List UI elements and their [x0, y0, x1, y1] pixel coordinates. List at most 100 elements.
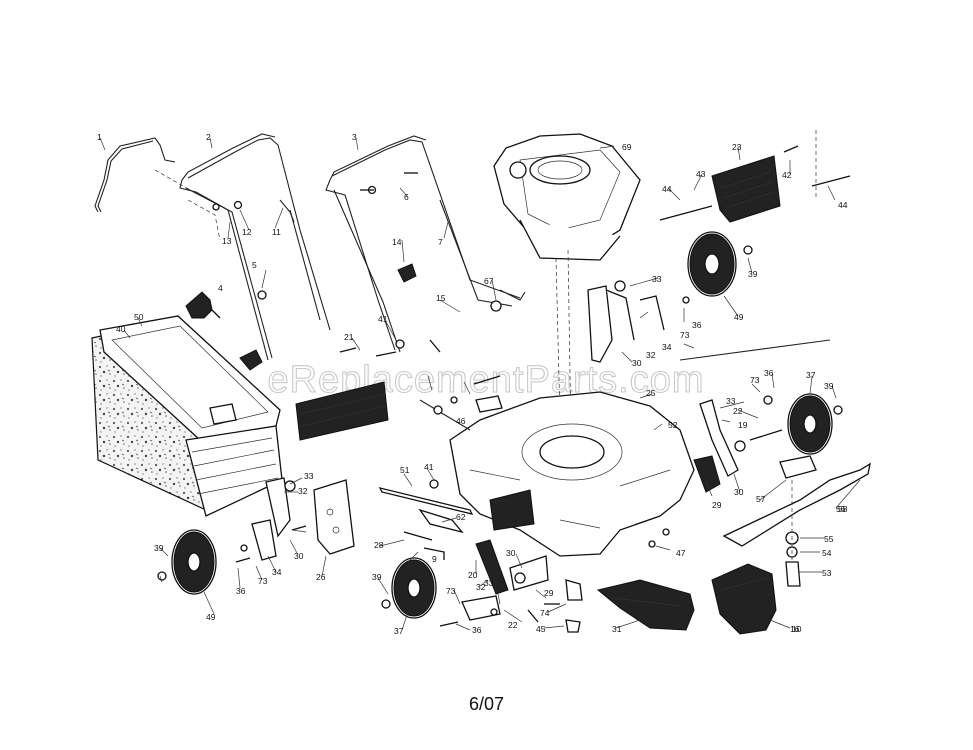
callout-26: 26 — [316, 572, 326, 582]
wheel-front-right — [787, 393, 843, 455]
callout-44a: 44 — [662, 184, 672, 194]
callout-34b: 34 — [272, 567, 282, 577]
callout-73a: 73 — [680, 330, 690, 340]
footer-date: 6/07 — [468, 694, 505, 714]
grass-bag-part — [91, 315, 283, 517]
wheel-rear-left — [157, 529, 217, 595]
callout-44b: 44 — [838, 200, 848, 210]
callout-57: 57 — [756, 494, 766, 504]
wheel-front-left — [381, 557, 437, 619]
callout-28: 28 — [374, 540, 384, 550]
callout-22b: 22 — [508, 620, 518, 630]
callout-41a: 41 — [378, 314, 388, 324]
callout-37a: 37 — [806, 370, 816, 380]
callout-30a: 30 — [632, 358, 642, 368]
wheel-rear-right — [687, 231, 753, 297]
mulch-plug-part — [596, 579, 695, 631]
callout-29b: 29 — [544, 588, 554, 598]
callout-19: 19 — [738, 420, 748, 430]
callout-51: 51 — [400, 465, 410, 475]
callout-3: 3 — [352, 132, 357, 142]
callout-39d: 39 — [372, 572, 382, 582]
callout-20: 20 — [468, 570, 478, 580]
callout-74: 74 — [540, 608, 550, 618]
callout-62: 62 — [456, 512, 466, 522]
front-bracket-62 — [403, 508, 464, 560]
callout-32a: 32 — [646, 350, 656, 360]
callout-15: 15 — [436, 293, 446, 303]
callout-30b: 30 — [734, 487, 744, 497]
discharge-chute-part — [711, 563, 777, 635]
axle-51 — [378, 479, 474, 515]
callout-14: 14 — [392, 237, 402, 247]
callout-39c: 39 — [154, 543, 164, 553]
leader-lines — [99, 137, 861, 631]
callout-43: 43 — [696, 169, 706, 179]
side-plate-26 — [313, 479, 355, 555]
callout-39a: 39 — [748, 269, 758, 279]
callout-39b: 39 — [824, 381, 834, 391]
callout-33d: 33 — [484, 578, 494, 588]
callout-36b: 36 — [764, 368, 774, 378]
callout-16: 16 — [790, 624, 800, 634]
callout-2: 2 — [206, 132, 211, 142]
callout-30d: 30 — [506, 548, 516, 558]
callout-46: 46 — [456, 416, 466, 426]
height-adjuster-rear-left — [235, 477, 307, 563]
callout-36d: 36 — [472, 625, 482, 635]
callout-10: 10 — [792, 624, 802, 634]
callout-37b: 37 — [394, 626, 404, 636]
height-adjuster-front-left — [439, 528, 670, 633]
callout-33b: 33 — [726, 396, 736, 406]
callout-12: 12 — [242, 227, 252, 237]
callout-21: 21 — [344, 332, 354, 342]
callout-41b: 41 — [424, 462, 434, 472]
callout-6: 6 — [404, 192, 409, 202]
handle-knob-14 — [397, 263, 417, 283]
engine-part — [493, 133, 641, 501]
upper-handle-part — [154, 133, 331, 361]
small-hardware — [212, 172, 502, 353]
handle-knob-16 — [239, 349, 263, 371]
callout-54: 54 — [822, 548, 832, 558]
callout-29: 29 — [712, 500, 722, 510]
callout-31: 31 — [612, 624, 622, 634]
callout-73c: 73 — [258, 576, 268, 586]
callout-49a: 49 — [734, 312, 744, 322]
callout-11: 11 — [272, 227, 281, 237]
mower-deck-part — [419, 339, 831, 557]
callout-7: 7 — [438, 237, 443, 247]
callout-47: 47 — [676, 548, 686, 558]
control-bar-part — [94, 137, 176, 213]
callout-13: 13 — [222, 236, 232, 246]
callout-67: 67 — [484, 276, 494, 286]
callout-5: 5 — [252, 260, 257, 270]
callout-36a: 36 — [692, 320, 702, 330]
height-adjuster-front-right — [693, 395, 783, 493]
callout-4: 4 — [218, 283, 223, 293]
callout-45: 45 — [536, 624, 546, 634]
callout-40: 40 — [116, 324, 126, 334]
callout-55: 55 — [824, 534, 834, 544]
callout-30c: 30 — [294, 551, 304, 561]
callout-58: 58 — [838, 504, 848, 514]
handle-knob-4 — [185, 291, 221, 319]
callout-56: 56 — [836, 504, 846, 514]
callout-53: 53 — [822, 568, 832, 578]
callout-1: 1 — [97, 132, 102, 142]
callout-25: 25 — [646, 388, 656, 398]
callout-22: 22 — [733, 406, 743, 416]
callout-36c: 36 — [236, 586, 246, 596]
blade-part — [722, 455, 871, 587]
height-adjuster-rear-right — [587, 280, 690, 363]
callout-34a: 34 — [662, 342, 672, 352]
callout-32b: 32 — [298, 486, 308, 496]
callout-52: 52 — [668, 420, 678, 430]
deck-hardware — [433, 375, 503, 415]
callout-50: 50 — [134, 312, 144, 322]
callout-42: 42 — [782, 170, 792, 180]
callout-labels: 1 2 3 4 5 6 7 9 10 11 12 13 14 15 16 19 … — [97, 132, 848, 636]
callout-23: 23 — [732, 142, 742, 152]
rear-deflector-part — [659, 130, 851, 223]
